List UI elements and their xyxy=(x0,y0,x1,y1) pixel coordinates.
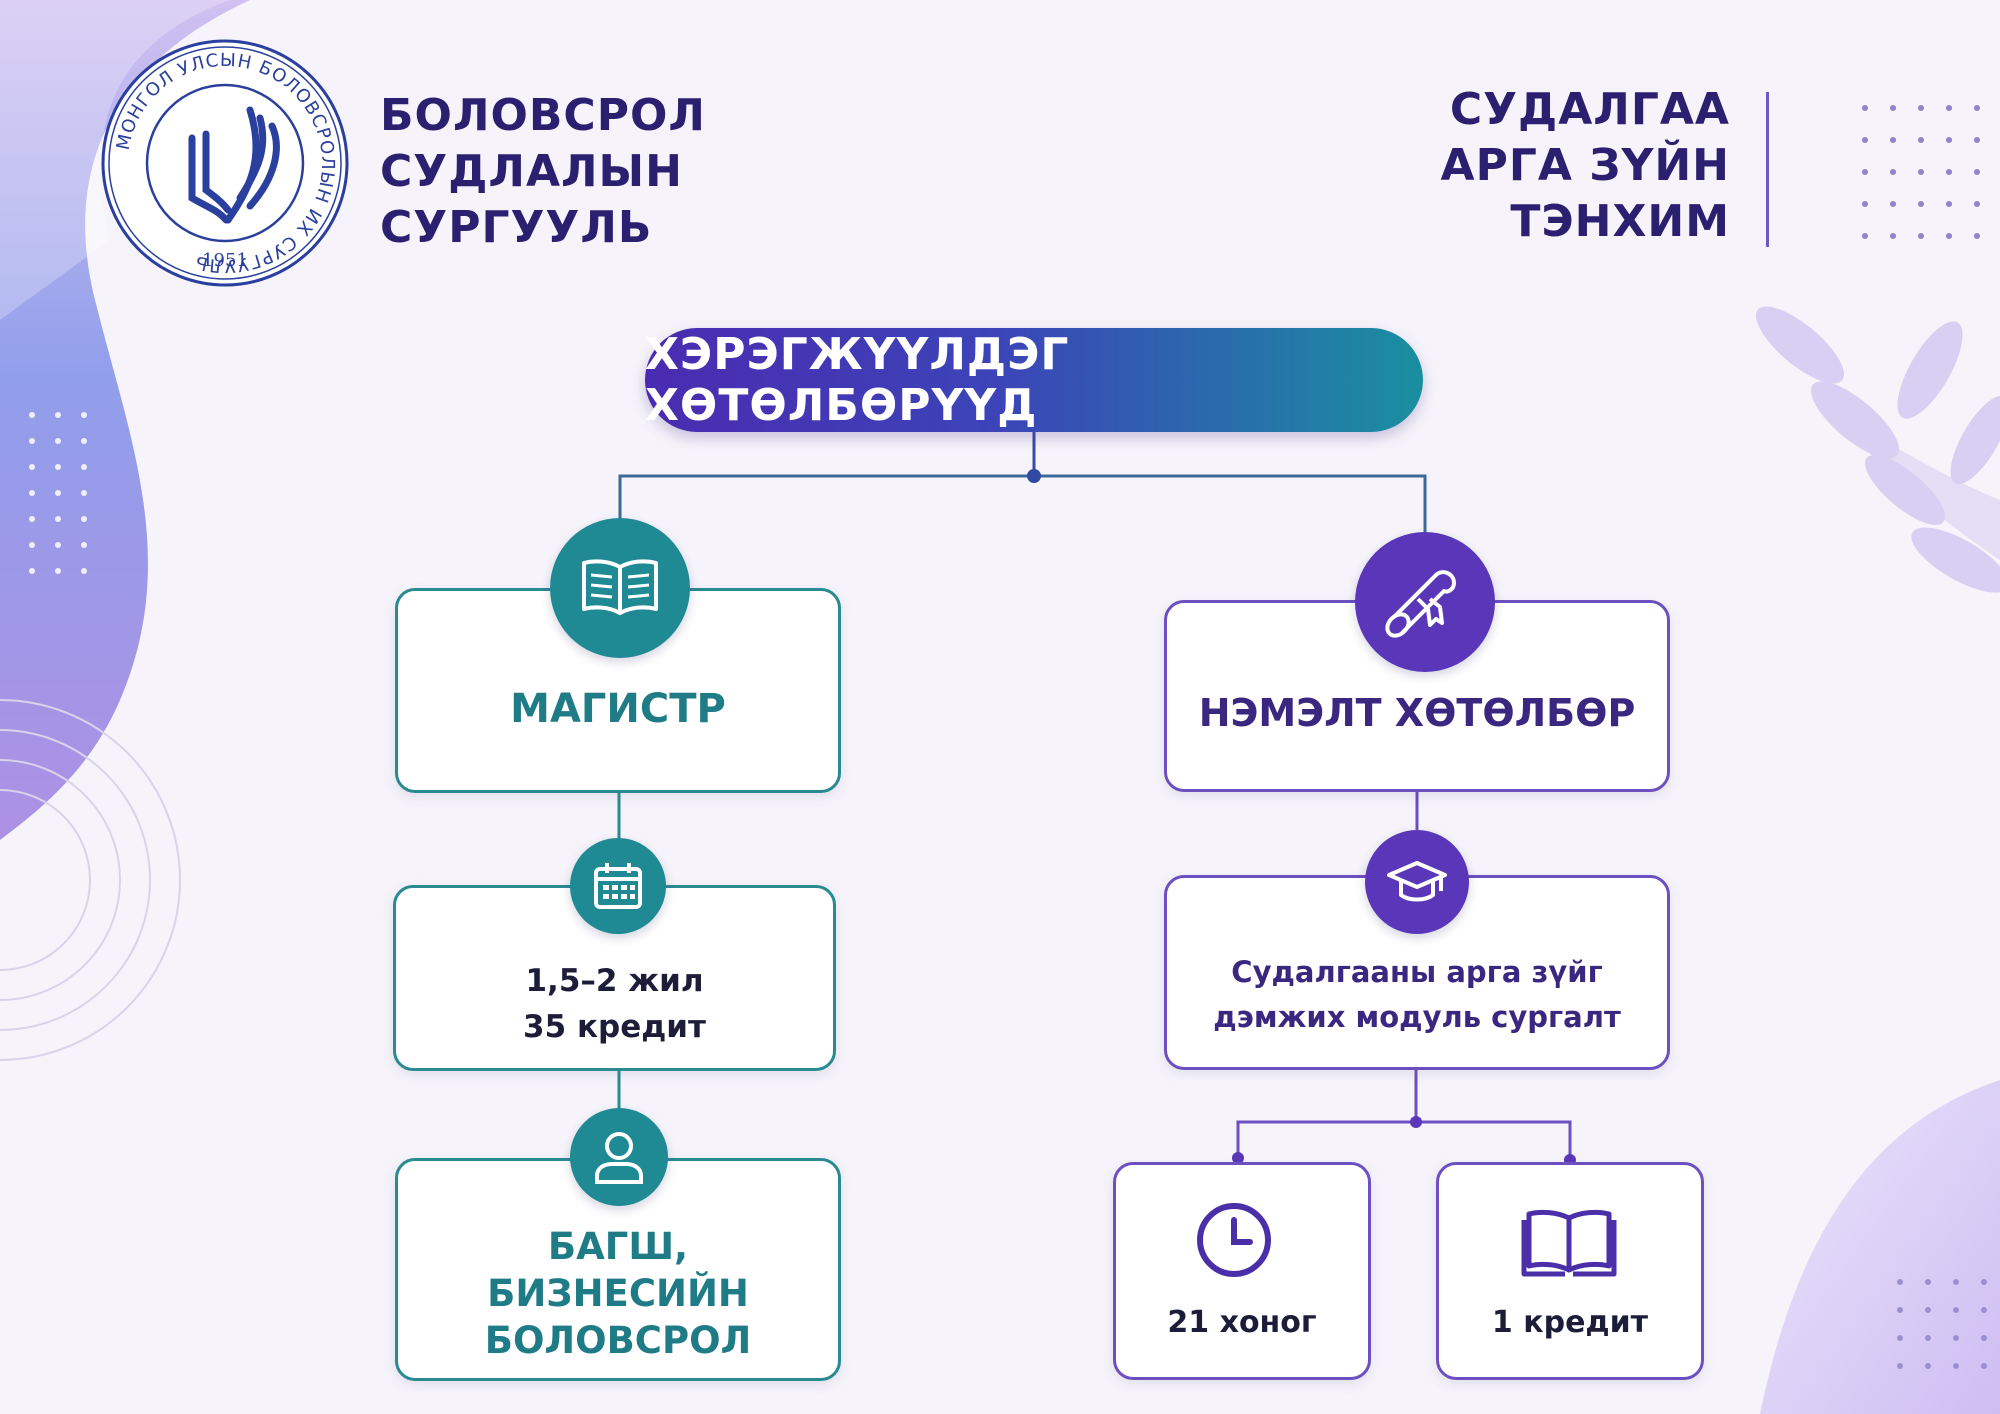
module-line: Судалгааны арга зүйг xyxy=(1231,955,1603,989)
graduation-cap-icon xyxy=(1365,830,1469,934)
university-logo: МОНГОЛ УЛСЫН БОЛОВСРОЛЫН ИХ СУРГУУЛЬ 195… xyxy=(100,38,350,288)
calendar-icon xyxy=(570,838,666,934)
clock-icon xyxy=(1194,1200,1274,1280)
duration-days-text: 21 хоног xyxy=(1167,1305,1317,1340)
open-book-icon xyxy=(550,518,690,658)
specialization-line: БАГШ, xyxy=(547,1225,689,1268)
master-program-label: МАГИСТР xyxy=(510,686,726,732)
specialization-line: БОЛОВСРОЛ xyxy=(484,1319,752,1362)
master-program-card: МАГИСТР xyxy=(395,588,841,793)
book-icon xyxy=(1521,1206,1617,1280)
credit-text: 35 кредит xyxy=(523,1009,706,1045)
person-icon xyxy=(570,1108,668,1206)
diploma-scroll-icon xyxy=(1355,532,1495,672)
department-name: СУДАЛГАА АРГА ЗҮЙН ТЭНХИМ xyxy=(1441,82,1730,250)
specialization-line: БИЗНЕСИЙН xyxy=(487,1272,749,1315)
junction-dot-bottom xyxy=(1410,1116,1422,1128)
logo-year: 1951 xyxy=(202,250,248,271)
department-name-line: АРГА ЗҮЙН xyxy=(1440,140,1730,191)
module-line: дэмжих модуль сургалт xyxy=(1213,1000,1621,1034)
additional-program-card: НЭМЭЛТ ХӨТӨЛБӨР xyxy=(1164,600,1670,792)
school-name-line: СУДЛАЛЫН xyxy=(380,146,683,197)
school-name: БОЛОВСРОЛ СУДЛАЛЫН СУРГУУЛЬ xyxy=(380,88,706,256)
module-card: Судалгааны арга зүйг дэмжих модуль сурга… xyxy=(1164,875,1670,1070)
school-name-line: СУРГУУЛЬ xyxy=(380,202,653,253)
department-name-line: СУДАЛГАА xyxy=(1449,84,1730,135)
department-name-line: ТЭНХИМ xyxy=(1510,196,1730,247)
junction-dot-top xyxy=(1027,469,1041,483)
credit-amount-text: 1 кредит xyxy=(1491,1305,1649,1340)
programs-title: ХЭРЭГЖҮҮЛДЭГ ХӨТӨЛБӨРҮҮД xyxy=(645,328,1423,432)
header-divider xyxy=(1766,92,1769,247)
additional-program-label: НЭМЭЛТ ХӨТӨЛБӨР xyxy=(1198,691,1636,735)
duration-text: 1,5–2 жил xyxy=(525,963,704,999)
school-name-line: БОЛОВСРОЛ xyxy=(380,90,706,141)
